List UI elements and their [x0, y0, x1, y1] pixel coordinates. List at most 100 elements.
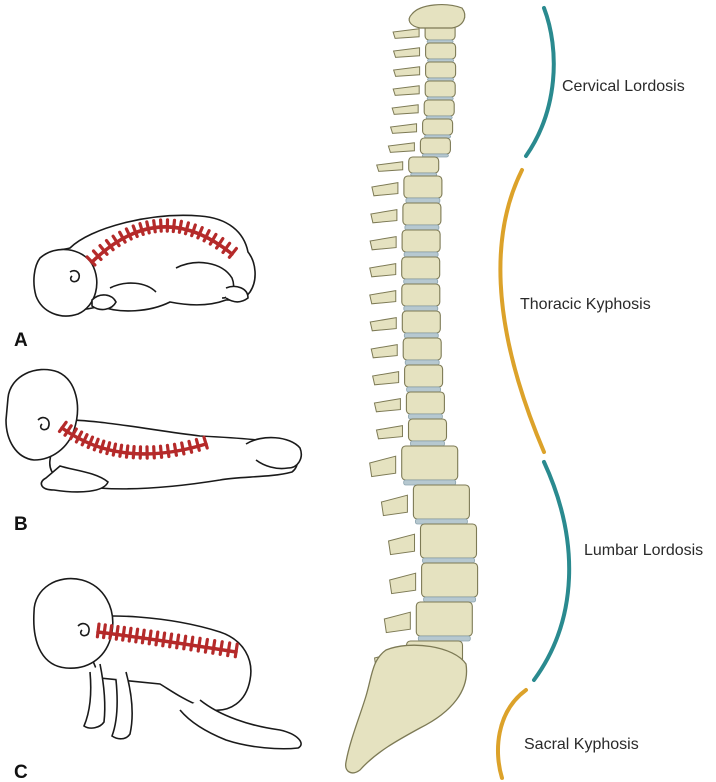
vertebral-body [403, 175, 443, 199]
vertebra-tick [215, 237, 225, 250]
infant-c-leg [179, 699, 302, 750]
infant-b-ear [37, 416, 50, 431]
vertebra-tick [161, 631, 167, 648]
vertebral-body [405, 391, 445, 415]
curve-guides [496, 6, 572, 780]
panel-letter-c: C [14, 762, 28, 782]
vertebra-tick [68, 427, 78, 441]
lumbar-lordosis-label: Lumbar Lordosis [584, 542, 704, 559]
infant-b-spine [57, 420, 209, 460]
vertebra-tick [91, 249, 103, 261]
vertebra-tick [175, 633, 181, 650]
infant-b-illustration [5, 368, 303, 493]
vertebra-process [372, 371, 400, 386]
vertebra-process [369, 317, 397, 332]
vertebra-process [392, 47, 421, 58]
infant-c-illustration [33, 577, 302, 750]
vertebra-tick [152, 445, 156, 460]
vertebra-process [389, 572, 417, 595]
vertebral-body [401, 283, 441, 307]
sacrum-coccyx [345, 644, 468, 774]
panel-letter-b: B [14, 514, 28, 535]
infant-a-hand [91, 294, 117, 311]
vertebra-tick [177, 219, 183, 234]
vertebral-body [419, 137, 451, 155]
vertebra-process [389, 123, 418, 134]
vertebra-tick [211, 638, 217, 655]
vertebral-body [415, 601, 473, 637]
vertebra-process [373, 398, 401, 413]
vertebra-process [369, 290, 397, 305]
intervertebral-disc [423, 596, 477, 603]
vertebra-tick [95, 622, 101, 639]
vertebra-tick [63, 424, 73, 437]
vertebra-tick [92, 437, 100, 452]
vertebral-body [408, 156, 440, 174]
vertebra-process [369, 455, 397, 478]
vertebra-tick [127, 626, 133, 643]
vertebra-tick [154, 630, 160, 647]
vertebra-tick [138, 222, 145, 236]
vertebra-tick [182, 634, 188, 651]
vertebra-tick [57, 420, 68, 433]
vertebra-process [369, 236, 397, 251]
intervertebral-disc [404, 224, 440, 231]
vertebra-tick [147, 629, 153, 646]
vertebra-tick [145, 220, 151, 235]
sacral-curve-line [496, 688, 528, 780]
vertebra-tick [111, 442, 118, 457]
infant-c-back-arm [111, 671, 133, 740]
vertebral-body [401, 445, 459, 481]
vertebra-process [392, 28, 420, 39]
vertebra-tick [111, 234, 121, 248]
vertebra-tick [226, 641, 232, 658]
infant-c-ear [77, 622, 90, 637]
vertebral-body [425, 42, 457, 60]
vertebra-tick [124, 227, 133, 241]
infant-a-arm [109, 282, 157, 293]
intervertebral-disc [403, 479, 457, 486]
infant-b-arm [40, 465, 109, 493]
vertebral-body [402, 202, 442, 226]
vertebra-tick [131, 224, 139, 239]
vertebra-tick [221, 241, 232, 254]
intervertebral-disc [406, 386, 442, 393]
vertebra-tick [190, 223, 197, 238]
vertebral-body [404, 364, 444, 388]
vertebral-body [401, 229, 441, 253]
vertebra-tick [104, 239, 115, 252]
infant-a-ear [69, 269, 81, 283]
vertebra-tick [101, 623, 107, 640]
vertebra-tick [118, 230, 127, 244]
vertebra-tick [74, 430, 84, 444]
vertebral-body [424, 80, 456, 98]
intervertebral-disc [410, 440, 445, 447]
intervertebral-disc [404, 359, 440, 366]
intervertebral-disc [407, 413, 443, 420]
lumbar-curve-line [532, 460, 572, 682]
vertebra-tick [152, 219, 157, 234]
vertebra-process [392, 66, 421, 77]
intervertebral-disc [405, 197, 441, 204]
intervertebral-disc [403, 305, 439, 312]
vertebra-process [370, 344, 398, 359]
infant-b-leg [245, 436, 303, 470]
infant-c-spine [95, 622, 239, 659]
vertebral-body [423, 99, 455, 117]
vertebra-tick [98, 244, 109, 256]
vertebra-tick [105, 441, 112, 456]
intervertebral-disc [414, 518, 468, 525]
vertebra-tick [202, 229, 211, 243]
vertebra-tick [196, 226, 204, 240]
thoracic-curve-line [498, 168, 546, 454]
adult-spine-illustration [345, 4, 479, 774]
vertebra-tick [140, 628, 146, 645]
sacral-kyphosis-label: Sacral Kyphosis [524, 736, 639, 753]
vertebra-tick [203, 637, 209, 654]
vertebra-process [387, 142, 415, 153]
vertebra-process [383, 611, 411, 634]
vertebra-tick [124, 444, 130, 459]
vertebra-tick [218, 640, 224, 657]
